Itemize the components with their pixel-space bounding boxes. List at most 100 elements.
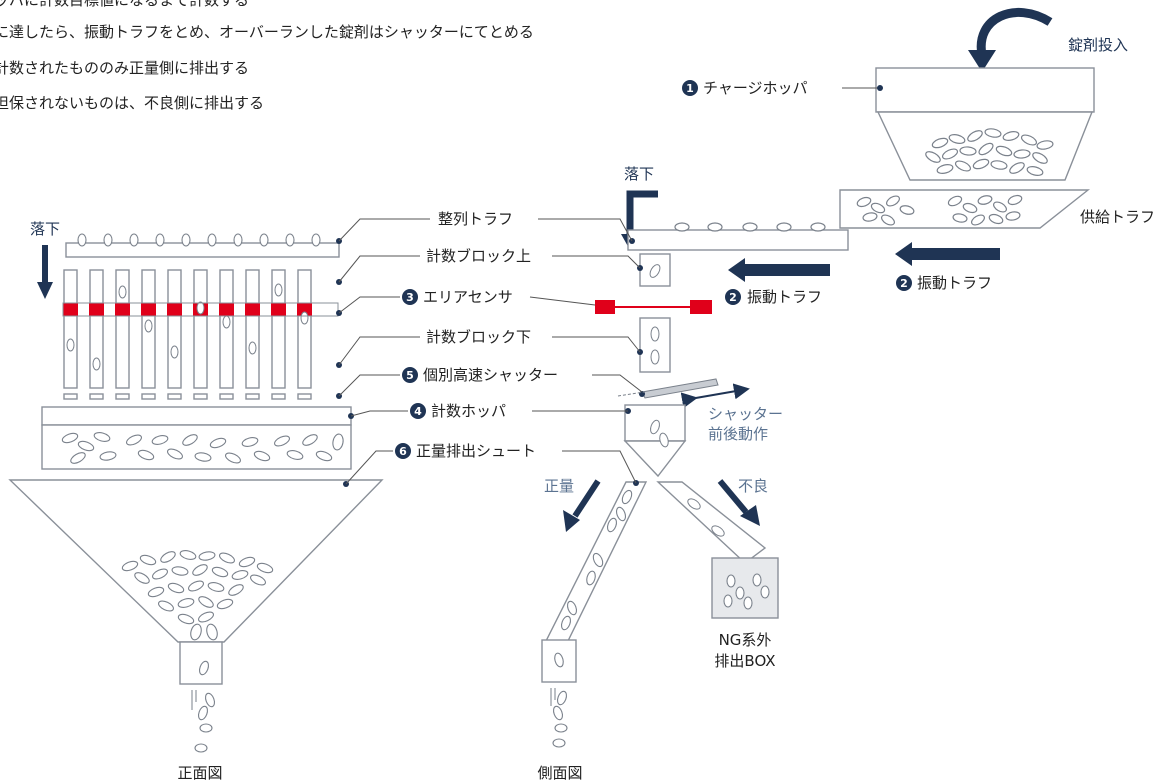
individual-shutter-element: [167, 393, 182, 400]
badge-4-number: 4: [414, 405, 422, 418]
area-sensor-element: [167, 303, 182, 316]
individual-shutter-element: [141, 393, 156, 400]
shutter-side: [617, 378, 719, 399]
area-sensor-element: [219, 303, 234, 316]
supply-trough: [839, 189, 1091, 229]
individual-shutter-element: [193, 393, 208, 400]
vibrating-trough-mid-label: 振動トラフ: [747, 288, 822, 306]
area-sensor-element: [245, 303, 260, 316]
individual-shutter-label: 個別高速シャッター: [423, 366, 558, 384]
ng-box-label-2: 排出BOX: [714, 652, 775, 670]
tablet: [248, 341, 257, 355]
area-sensor-element: [63, 303, 78, 316]
discharge-chute-correct-side: [541, 481, 648, 748]
defective-arrowhead: [740, 505, 760, 526]
counting-block-upper-label: 計数ブロック上: [426, 247, 531, 265]
area-sensor-label: エリアセンサ: [423, 288, 513, 306]
counting-hopper-side: [623, 404, 687, 478]
shutter-motion-label-1: シャッター: [708, 405, 783, 423]
area-sensor-side: [595, 300, 712, 314]
shutter-motion-arrow: [680, 383, 750, 409]
badge-5-number: 5: [406, 369, 414, 382]
area-sensor-element: [271, 303, 286, 316]
front-view-label: 正面図: [177, 764, 222, 782]
badge-3-number: 3: [406, 291, 414, 304]
area-sensor-element: [115, 303, 130, 316]
counting-block-lower-side: [639, 317, 671, 373]
counting-column: [271, 269, 286, 389]
badge-2-mid-number: 2: [729, 291, 737, 304]
correct-arrowhead: [563, 510, 580, 532]
counting-hopper-front: [41, 406, 352, 470]
counting-columns-front: [62, 269, 339, 400]
counting-hopper-label: 計数ホッパ: [431, 402, 506, 420]
tablet: [144, 319, 153, 333]
badge-1-number: 1: [686, 82, 694, 95]
counting-column: [193, 269, 208, 389]
tablet: [259, 233, 269, 247]
individual-shutter-element: [271, 393, 286, 400]
tablet: [129, 233, 139, 247]
individual-shutter-element: [245, 393, 260, 400]
tablet: [103, 233, 113, 247]
alignment-trough-side: [627, 222, 849, 251]
discharge-chute-label: 正量排出シュート: [416, 442, 536, 460]
badge-1: [682, 80, 698, 96]
tablet: [77, 233, 87, 247]
badge-4: [410, 403, 426, 419]
badge-3: [402, 289, 418, 305]
badge-2-right-number: 2: [900, 277, 908, 290]
charge-hopper: [875, 67, 1095, 181]
area-sensor-element: [297, 303, 312, 316]
tablet-input-arrow: [976, 8, 1053, 56]
tablet: [222, 315, 231, 329]
area-sensor-band: [62, 302, 339, 317]
drop-left-label: 落下: [30, 220, 60, 238]
alignment-trough-label: 整列トラフ: [438, 210, 513, 228]
shutter-motion-label-2: 前後動作: [708, 425, 768, 443]
tablet: [311, 233, 321, 247]
counting-column: [219, 269, 234, 389]
drop-mid-label: 落下: [624, 165, 654, 183]
counting-column: [167, 269, 182, 389]
counting-column: [89, 269, 104, 389]
individual-shutter-element: [89, 393, 104, 400]
vibrating-trough-right-label: 振動トラフ: [917, 274, 992, 292]
side-view-label: 側面図: [537, 764, 582, 782]
vibrate-arrow-mid: [728, 258, 830, 282]
charge-hopper-label: チャージホッパ: [703, 79, 808, 97]
badge-2-mid: [725, 289, 741, 305]
note-line-3: 計数されたもののみ正量側に排出する: [0, 59, 250, 77]
badge-2-right: [896, 275, 912, 291]
tablet-input-label: 錠剤投入: [1068, 36, 1128, 54]
counting-block-lower-label: 計数ブロック下: [426, 328, 531, 346]
tablet: [285, 233, 295, 247]
counting-column: [297, 269, 312, 389]
tablet-input-arrowhead: [968, 50, 996, 72]
counting-column: [245, 269, 260, 389]
individual-shutter-element: [63, 393, 78, 400]
counting-column: [115, 269, 130, 389]
badge-6: [395, 443, 411, 459]
correct-label: 正量: [544, 477, 574, 495]
tablet: [233, 233, 243, 247]
note-line-1: ッパに計数目標値になるまで計数する: [0, 0, 250, 9]
tablet: [92, 357, 101, 371]
counting-block-upper-side: [639, 253, 671, 287]
individual-shutter-element: [115, 393, 130, 400]
area-sensor-element: [89, 303, 104, 316]
badge-5: [402, 367, 418, 383]
tablet: [155, 233, 165, 247]
ng-box: [711, 557, 779, 619]
tablet: [207, 233, 217, 247]
note-line-4: 担保されないものは、不良側に排出する: [0, 94, 265, 112]
individual-shutter-element: [297, 393, 312, 400]
tablet: [196, 301, 205, 315]
tablet: [118, 285, 127, 299]
tablet: [181, 233, 191, 247]
tablet: [274, 283, 283, 297]
supply-trough-label: 供給トラフ: [1080, 208, 1155, 226]
vibrate-arrow-right: [895, 242, 1000, 266]
individual-shutter-element: [219, 393, 234, 400]
